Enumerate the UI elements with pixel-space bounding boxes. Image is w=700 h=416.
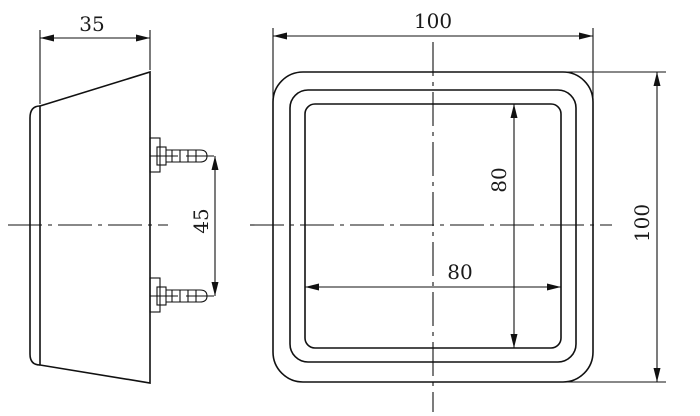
dimension-overall-width: 100 [272,9,594,100]
dimension-side-depth: 35 [39,12,151,104]
mounting-bolt-bottom [149,277,222,313]
dimension-inner-height: 80 [487,104,518,348]
dimension-inner-width: 80 [305,260,561,291]
side-view: 35 45 [8,12,222,384]
dimension-overall-width-label: 100 [414,9,452,33]
dimension-side-depth-label: 35 [79,12,104,36]
dimension-inner-width-label: 80 [447,260,472,284]
dimension-bolt-spacing: 45 [189,156,219,296]
dimension-inner-height-label: 80 [487,167,511,192]
mounting-bolt-top [149,137,222,173]
side-view-flange [29,105,41,366]
dimension-bolt-spacing-label: 45 [189,208,213,233]
dimension-overall-height: 100 [560,71,666,383]
dimension-overall-height-label: 100 [630,204,654,242]
front-view: 100 100 80 80 [250,9,666,412]
side-view-body [39,70,151,384]
